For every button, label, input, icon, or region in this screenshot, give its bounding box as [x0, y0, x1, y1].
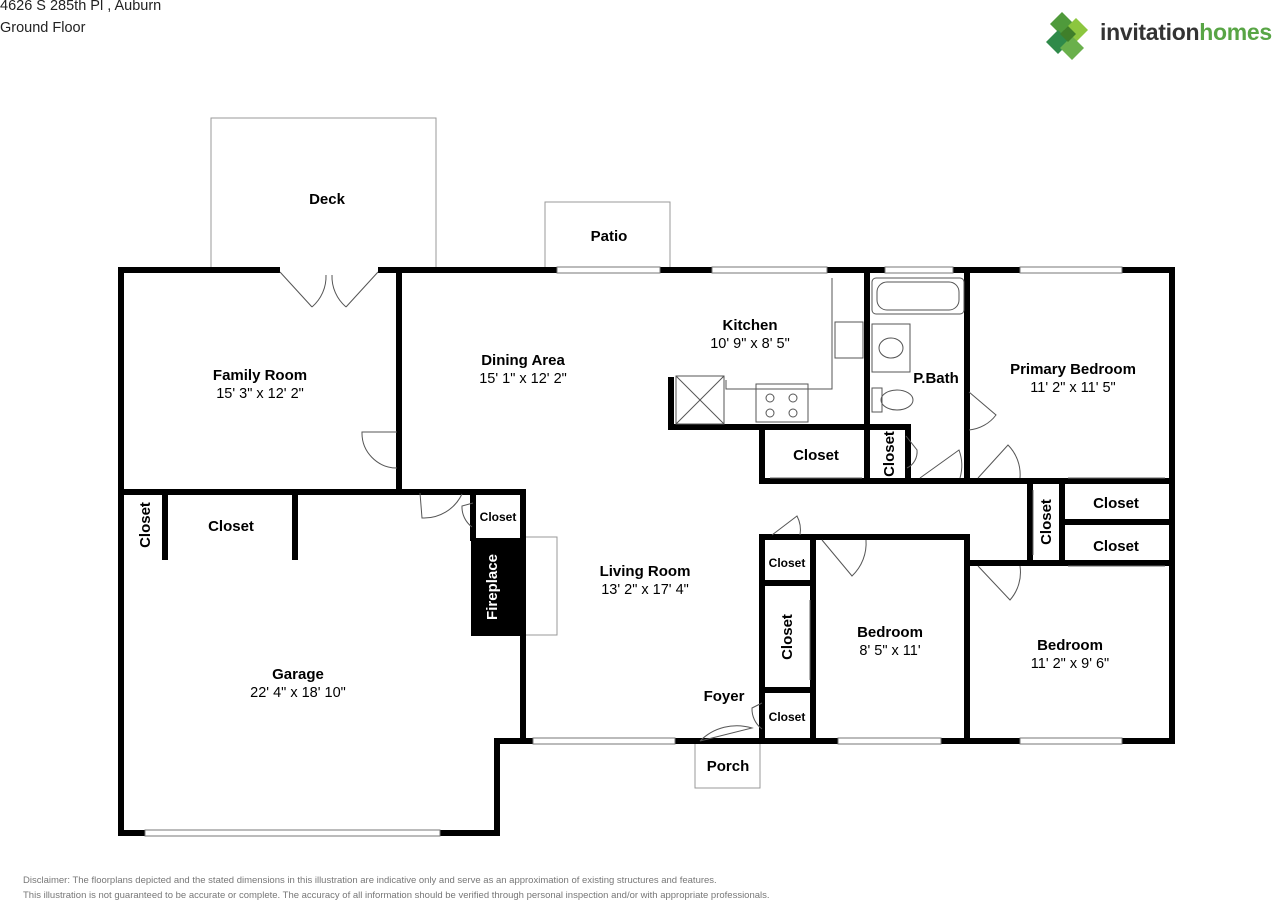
- closet-label-hall: Closet: [480, 510, 517, 524]
- sliding-doors: [770, 477, 1165, 680]
- bath-fixtures: [871, 277, 965, 413]
- patio-label: Patio: [591, 228, 628, 245]
- bedroom-1-dim: 8' 5" x 11': [859, 643, 920, 659]
- windows: [144, 266, 1123, 837]
- closet-label-foyer: Closet: [769, 710, 806, 724]
- dining-area-dim: 15' 1" x 12' 2": [479, 371, 567, 387]
- foyer-label: Foyer: [704, 688, 745, 705]
- primary-bedroom-label: Primary Bedroom: [1010, 361, 1136, 378]
- bathtub: [871, 277, 965, 315]
- fireplace-label: Fireplace: [484, 554, 501, 620]
- disclaimer-line-1: Disclaimer: The floorplans depicted and …: [23, 875, 717, 886]
- room-labels: Deck Patio Family Room 15' 3" x 12' 2" D…: [137, 191, 1139, 775]
- family-room-label: Family Room: [213, 367, 307, 384]
- garage-dim: 22' 4" x 18' 10": [250, 685, 346, 701]
- closet-label-bedroom1-side: Closet: [779, 614, 796, 660]
- closet-label-kitchen: Closet: [793, 447, 839, 464]
- closet-label-bedroom1-top: Closet: [769, 556, 806, 570]
- property-address: 4626 S 285th Pl , Auburn: [0, 0, 162, 14]
- living-room-dim: 13' 2" x 17' 4": [601, 582, 689, 598]
- deck-label: Deck: [309, 191, 346, 208]
- vanity: [871, 323, 911, 373]
- closet-label-primary: Closet: [1093, 495, 1139, 512]
- closet-label-bedroom2: Closet: [1093, 538, 1139, 555]
- closet-label-bath: Closet: [881, 431, 898, 477]
- garage-label: Garage: [272, 666, 324, 683]
- stove: [755, 383, 809, 423]
- logo-mark-icon: [1046, 12, 1088, 60]
- invitation-homes-logo: invitationhomes: [1044, 10, 1280, 60]
- kitchen-fixtures: [675, 278, 864, 425]
- closet-label-garage-left: Closet: [137, 502, 154, 548]
- closet-label-garage: Closet: [208, 518, 254, 535]
- kitchen-label: Kitchen: [722, 317, 777, 334]
- refrigerator: [675, 375, 725, 425]
- floor-level: Ground Floor: [0, 20, 86, 36]
- doors: [279, 271, 1021, 742]
- dining-area-label: Dining Area: [481, 352, 565, 369]
- disclaimer-line-2: This illustration is not guaranteed to b…: [23, 890, 770, 901]
- bedroom-1-label: Bedroom: [857, 624, 923, 641]
- logo-word-homes: homes: [1199, 19, 1272, 45]
- primary-bedroom-dim: 11' 2" x 11' 5": [1030, 380, 1115, 396]
- walls: [118, 267, 1175, 836]
- closet-label-hall-vertical: Closet: [1038, 499, 1055, 545]
- bedroom-2-label: Bedroom: [1037, 637, 1103, 654]
- living-room-label: Living Room: [600, 563, 691, 580]
- logo-word-invitation: invitation: [1100, 19, 1200, 45]
- hearth-outline: [524, 536, 558, 636]
- fireplace-block: [471, 538, 523, 636]
- kitchen-sink: [834, 321, 864, 359]
- porch-label: Porch: [707, 758, 750, 775]
- kitchen-dim: 10' 9" x 8' 5": [710, 336, 790, 352]
- toilet: [880, 389, 914, 411]
- logo-wordmark: invitationhomes: [1100, 19, 1272, 46]
- pbath-label: P.Bath: [913, 370, 959, 387]
- bedroom-2-dim: 11' 2" x 9' 6": [1031, 656, 1109, 672]
- family-room-dim: 15' 3" x 12' 2": [216, 386, 304, 402]
